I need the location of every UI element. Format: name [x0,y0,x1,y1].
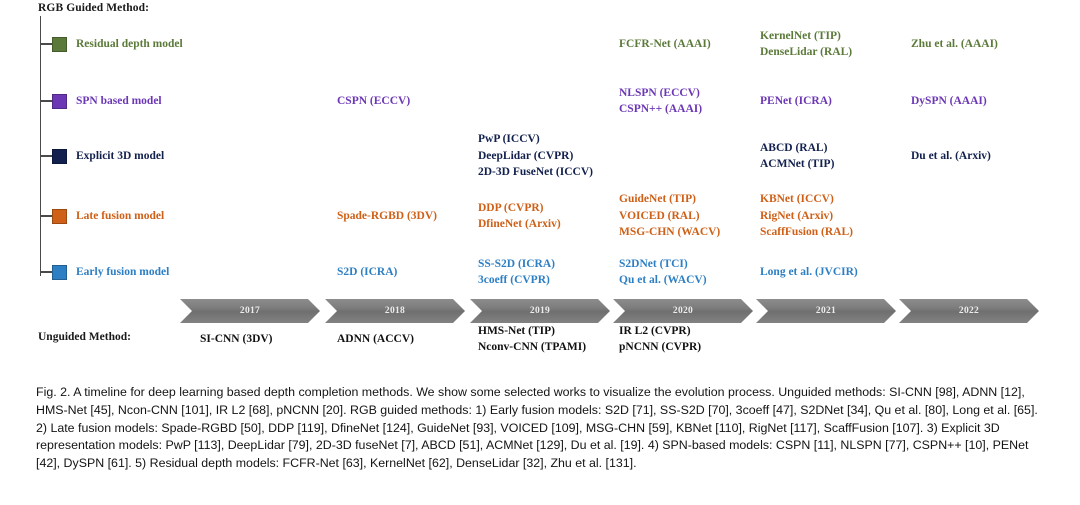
entry-cell-spn-2018: CSPN (ECCV) [337,93,410,110]
entry-item: VOICED (RAL) [619,209,700,222]
entry-cell-residual-2021: KernelNet (TIP) DenseLidar (RAL) [760,28,852,61]
entry-cell-residual-2022: Zhu et al. (AAAI) [911,36,998,53]
unguided-item: ADNN (ACCV) [337,332,414,345]
unguided-cell-2018: ADNN (ACCV) [337,331,414,348]
branch-line-residual [40,43,52,45]
branch-line-explicit3d [40,155,52,157]
branch-line-early [40,271,52,273]
entry-cell-late-2020: GuideNet (TIP) VOICED (RAL) MSG-CHN (WACV) [619,191,720,241]
year-chevron-2021[interactable]: 2021 [756,299,896,323]
entry-item: S2D (ICRA) [337,265,398,278]
entry-cell-explicit3d-2022: Du et al. (Arxiv) [911,148,991,165]
entry-item: GuideNet (TIP) [619,193,696,206]
entry-cell-early-2021: Long et al. (JVCIR) [760,264,858,281]
entry-cell-late-2021: KBNet (ICCV) RigNet (Arxiv) ScaffFusion (R… [760,191,853,241]
color-swatch-early [52,264,67,280]
unguided-item: pNCNN (CVPR) [619,341,702,353]
year-chevron-2020[interactable]: 2020 [613,299,753,323]
entry-item: Qu et al. (WACV) [619,274,707,286]
entry-item: Zhu et al. (AAAI) [911,37,998,50]
tree-trunk-line [40,16,42,276]
category-label-residual: Residual depth model [76,38,183,50]
entry-item: 2D-3D FuseNet (ICCV) [478,166,593,179]
branch-line-spn [40,100,52,102]
entry-item: NLSPN (ECCV) [619,86,700,99]
entry-item: CSPN (ECCV) [337,94,411,107]
entry-cell-late-2018: Spade-RGBD (3DV) [337,208,437,225]
unguided-item: Nconv-CNN (TPAMI) [478,341,587,353]
branch-line-late [40,215,52,217]
entry-cell-explicit3d-2021: ABCD (RAL) ACMNet (TIP) [760,140,834,173]
unguided-method-label: Unguided Method: [38,331,131,343]
year-chevron-2017[interactable]: 2017 [180,299,320,323]
unguided-item: SI-CNN (3DV) [200,332,273,345]
entry-item: FCFR-Net (AAAI) [619,37,711,50]
entry-cell-spn-2022: DySPN (AAAI) [911,93,987,110]
entry-item: PENet (ICRA) [760,94,832,107]
entry-item: DenseLidar (RAL) [760,46,853,58]
category-row-spn: SPN based model [40,92,162,110]
category-label-early: Early fusion model [76,266,170,278]
entry-item: RigNet (Arxiv) [760,209,834,222]
entry-item: KernelNet (TIP) [760,29,841,42]
unguided-item: HMS-Net (TIP) [478,324,555,337]
entry-item: DDP (CVPR) [478,201,544,214]
entry-cell-explicit3d-2019: PwP (ICCV) DeepLidar (CVPR) 2D-3D FuseNet … [478,131,593,181]
entry-cell-early-2018: S2D (ICRA) [337,264,397,281]
unguided-item: IR L2 (CVPR) [619,324,691,337]
entry-item: KBNet (ICCV) [760,193,834,206]
entry-item: DySPN (AAAI) [911,94,987,107]
category-label-spn: SPN based model [76,95,162,107]
unguided-cell-2019: HMS-Net (TIP) Nconv-CNN (TPAMI) [478,323,586,356]
entry-cell-spn-2021: PENet (ICRA) [760,93,832,110]
entry-item: S2DNet (TCI) [619,257,688,270]
entry-item: ABCD (RAL) [760,141,828,154]
rgb-guided-method-label: RGB Guided Method: [38,2,150,14]
entry-cell-early-2019: SS-S2D (ICRA) 3coeff (CVPR) [478,256,555,289]
year-chevron-2019[interactable]: 2019 [470,299,610,323]
entry-item: Long et al. (JVCIR) [760,265,858,278]
category-row-residual: Residual depth model [40,35,183,53]
unguided-cell-2017: SI-CNN (3DV) [200,331,273,348]
color-swatch-residual [52,36,67,52]
entry-item: Spade-RGBD (3DV) [337,209,437,222]
entry-cell-spn-2020: NLSPN (ECCV) CSPN++ (AAAI) [619,85,702,118]
entry-item: CSPN++ (AAAI) [619,103,703,115]
category-row-early: Early fusion model [40,263,169,281]
entry-item: DeepLidar (CVPR) [478,149,574,162]
entry-cell-late-2019: DDP (CVPR) DfineNet (Arxiv) [478,200,561,233]
color-swatch-spn [52,93,67,109]
entry-item: DfineNet (Arxiv) [478,218,561,230]
category-row-explicit3d: Explicit 3D model [40,147,164,165]
year-chevron-2018[interactable]: 2018 [325,299,465,323]
entry-item: MSG-CHN (WACV) [619,226,721,239]
unguided-cell-2020: IR L2 (CVPR) pNCNN (CVPR) [619,323,701,356]
entry-cell-residual-2020: FCFR-Net (AAAI) [619,36,711,53]
category-label-explicit3d: Explicit 3D model [76,150,165,162]
entry-item: PwP (ICCV) [478,133,540,146]
entry-cell-early-2020: S2DNet (TCI) Qu et al. (WACV) [619,256,707,289]
entry-item: ScaffFusion (RAL) [760,226,853,239]
category-row-late: Late fusion model [40,207,164,225]
figure-caption: Fig. 2. A timeline for deep learning bas… [36,385,1038,471]
entry-item: SS-S2D (ICRA) [478,257,555,270]
color-swatch-late [52,208,67,224]
entry-item: 3coeff (CVPR) [478,274,550,286]
entry-item: Du et al. (Arxiv) [911,149,991,162]
year-chevron-2022[interactable]: 2022 [899,299,1039,323]
entry-item: ACMNet (TIP) [760,158,835,170]
color-swatch-explicit3d [52,148,67,164]
category-label-late: Late fusion model [76,210,165,222]
